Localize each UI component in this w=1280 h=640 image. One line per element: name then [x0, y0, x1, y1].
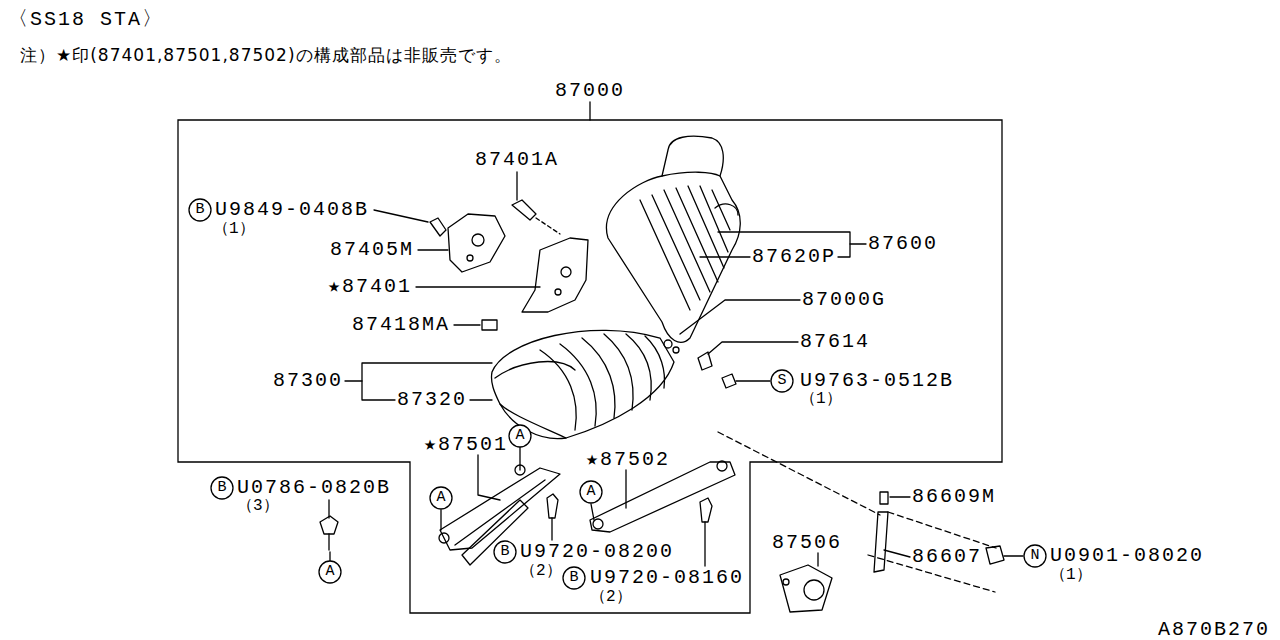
callout-number: 87000G [802, 289, 886, 311]
callout-number: U9720-08160 [590, 567, 744, 589]
callout-number: 87418MA [352, 314, 450, 336]
callout-number: 87405M [330, 239, 414, 261]
circle-letter: N [1030, 547, 1039, 565]
callout-number: 87401A [475, 149, 559, 171]
circle-letter: A [586, 483, 595, 501]
circled-letter: B [210, 476, 234, 500]
circle-letter: S [777, 372, 786, 390]
assembly-number: 87000 [555, 80, 625, 102]
callout-number: 87300 [273, 370, 343, 392]
callout-number: （1） [213, 218, 255, 240]
circled-letter: B [562, 566, 586, 590]
note-text: 注）★印(87401,87501,87502)の構成部品は非販売です。 [20, 44, 512, 66]
diagram-title: 〈SS18 STA〉 [8, 9, 164, 31]
callout-number: U0786-0820B [237, 477, 391, 499]
callout-number: 86607 [912, 546, 982, 568]
circled-letter: N [1023, 544, 1047, 568]
callout-number: （3） [237, 495, 279, 517]
circled-letter: B [188, 198, 212, 222]
circle-letter: B [500, 543, 509, 561]
circled-letter: A [318, 560, 342, 584]
callout-number: （2） [590, 586, 632, 608]
callout-number: 86609M [912, 486, 996, 508]
callout-number: 87600 [868, 233, 938, 255]
circled-letter: A [429, 486, 453, 510]
callout-number: U9763-0512B [800, 370, 954, 392]
callout-number: U9849-0408B [215, 199, 369, 221]
callout-number: ★87401 [328, 276, 412, 298]
callout-number: （2） [520, 560, 562, 582]
callout-number: 87620P [752, 246, 836, 268]
callout-number: U0901-08020 [1050, 545, 1204, 567]
circle-letter: A [325, 563, 334, 581]
circle-letter: B [569, 569, 578, 587]
callout-number: 87506 [772, 532, 842, 554]
circle-letter: B [195, 201, 204, 219]
circle-letter: A [436, 489, 445, 507]
circled-letter: A [579, 480, 603, 504]
assembly-outline: 87000BAAABBS [178, 120, 1002, 613]
circled-letter: B [493, 540, 517, 564]
callout-number: （1） [800, 388, 842, 410]
outline-shape [178, 120, 1002, 613]
callout-number: （1） [1050, 564, 1092, 586]
callout-number: U9720-08200 [520, 541, 674, 563]
figure-code: A870B270 [1158, 619, 1270, 640]
circle-letter: B [217, 479, 226, 497]
callout-number: ★87501 [424, 434, 508, 456]
circled-letter: A [508, 424, 532, 448]
callout-number: 87614 [800, 331, 870, 353]
circle-letter: A [515, 427, 524, 445]
callout-number: ★87502 [586, 449, 670, 471]
callout-number: 87320 [397, 389, 467, 411]
circled-letter: S [770, 369, 794, 393]
